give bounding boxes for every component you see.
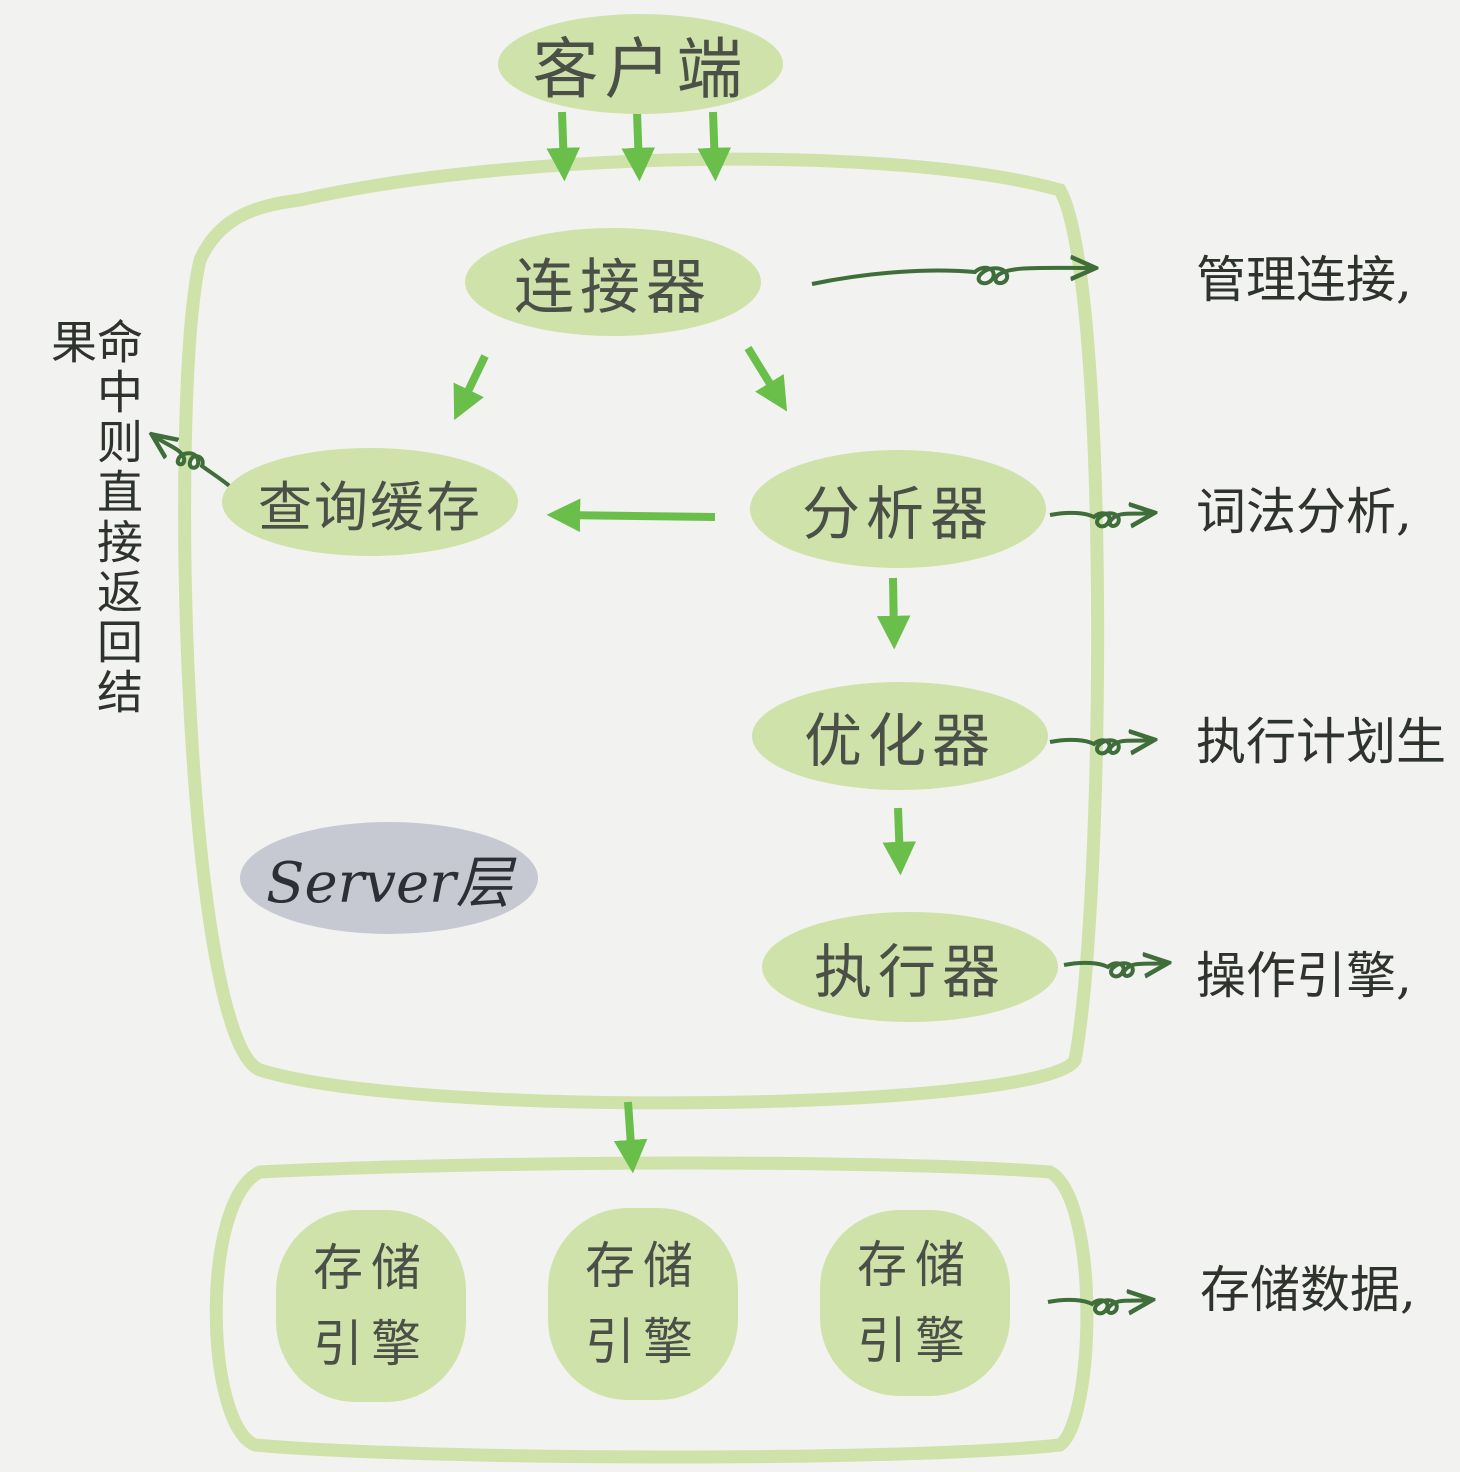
query-cache-label: 查询缓存 <box>258 475 482 539</box>
executor-node: 执行器 <box>762 912 1058 1022</box>
storage-engine-1: 存储 引擎 <box>276 1210 466 1402</box>
note-arrow-optimizer <box>1049 740 1152 754</box>
connector-node: 连接器 <box>465 228 761 336</box>
note-arrow-cache-hit <box>154 436 234 490</box>
engines-note: 存储数据, <box>1200 1261 1416 1319</box>
optimizer-note: 执行计划生 <box>1196 713 1446 771</box>
server-layer-badge: Server层 <box>240 822 538 934</box>
flow-arrow-connector-cache <box>453 354 489 421</box>
storage-engine-3: 存储 引擎 <box>820 1210 1010 1396</box>
optimizer-label: 优化器 <box>803 707 996 775</box>
note-arrow-engines <box>1047 1300 1150 1314</box>
flow-arrow-server-storage <box>613 1101 648 1174</box>
storage-engine-2: 存储 引擎 <box>548 1208 738 1400</box>
query-cache-node: 查询缓存 <box>222 448 518 556</box>
storage-engine-2-label: 存储 引擎 <box>585 1237 701 1371</box>
connector-note: 管理连接, <box>1196 251 1412 309</box>
cache-hit-note: 命中则直接返回结果 <box>44 318 144 718</box>
executor-label: 执行器 <box>813 938 1006 1006</box>
note-arrow-executor <box>1063 963 1166 977</box>
connector-label: 连接器 <box>514 252 712 323</box>
flow-arrow-analyzer-optimizer <box>876 577 911 650</box>
executor-note: 操作引擎, <box>1196 947 1412 1005</box>
analyzer-label: 分析器 <box>801 480 994 548</box>
note-arrow-connector <box>811 268 1093 286</box>
analyzer-note: 词法分析, <box>1196 483 1412 541</box>
storage-engine-3-label: 存储 引擎 <box>857 1236 973 1370</box>
flow-arrow-analyzer-cache <box>546 498 716 533</box>
analyzer-node: 分析器 <box>750 450 1046 568</box>
storage-engine-container <box>209 1156 1094 1464</box>
flow-arrow-client-3 <box>697 111 732 182</box>
flow-arrow-client-2 <box>621 111 656 182</box>
client-node: 客户端 <box>498 14 783 114</box>
server-layer-container <box>178 152 1105 1110</box>
server-layer-label: Server层 <box>266 850 512 916</box>
flow-arrow-optimizer-executor <box>882 807 917 876</box>
storage-engine-1-label: 存储 引擎 <box>313 1239 429 1373</box>
note-arrow-analyzer <box>1049 513 1152 527</box>
flow-arrow-client-1 <box>546 111 581 182</box>
flow-arrow-connector-analyzer <box>744 345 788 412</box>
optimizer-node: 优化器 <box>752 682 1048 790</box>
client-label: 客户端 <box>532 31 749 108</box>
